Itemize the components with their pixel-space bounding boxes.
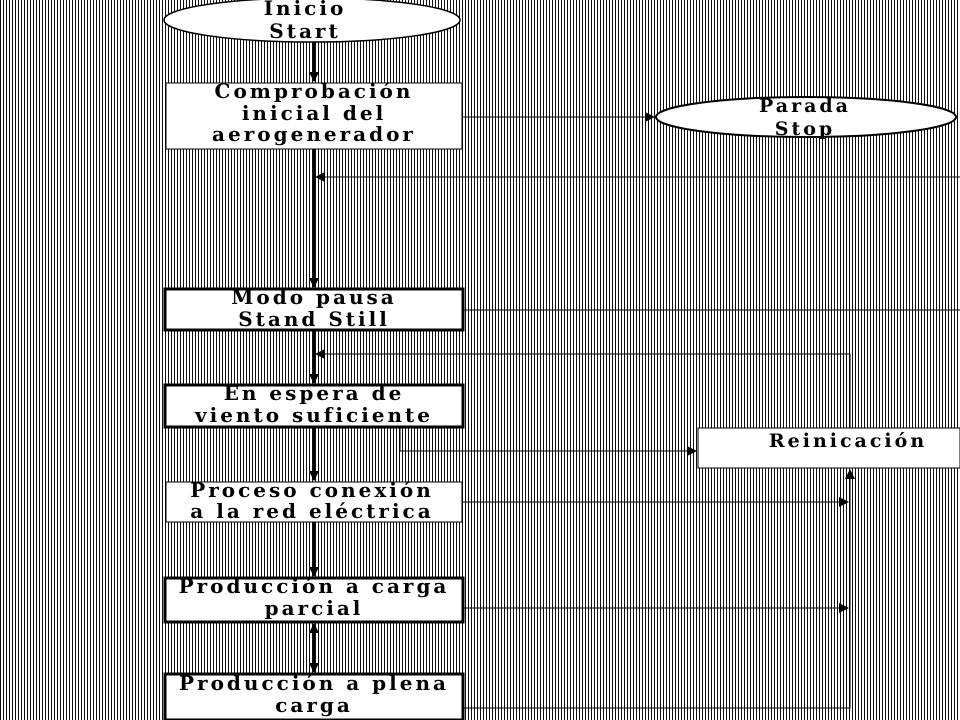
grid-connect-line2: a la red eléctrica xyxy=(190,499,433,523)
initial-check-line2: inicial del xyxy=(242,101,386,125)
start-node: Inicio Start xyxy=(163,0,461,43)
start-label-line2: Start xyxy=(269,19,340,43)
grid-connect-line1: Proceso conexión xyxy=(190,478,434,502)
grid-connect-node: Proceso conexión a la red eléctrica xyxy=(165,478,463,523)
full-load-node: Producción a plena carga xyxy=(163,671,465,720)
pause-line2: Stand Still xyxy=(238,307,390,331)
full-load-line1: Producción a plena xyxy=(179,671,449,695)
wait-wind-line1: En espera de xyxy=(224,381,405,405)
restart-label: Reinicación xyxy=(769,430,927,452)
arrow-wait-to-restart xyxy=(399,427,697,456)
stop-node: Parada Stop xyxy=(655,95,957,140)
stop-label-line2: Stop xyxy=(775,118,835,140)
partial-load-node: Producción a carga parcial xyxy=(163,574,465,624)
restart-node: Reinicación xyxy=(697,427,960,469)
restart-feedback-line xyxy=(463,469,855,709)
partial-load-line1: Producción a carga xyxy=(179,574,450,598)
wait-wind-line2: viento suficiente xyxy=(194,403,433,427)
stop-label-line1: Parada xyxy=(759,95,851,117)
wait-wind-node: En espera de viento suficiente xyxy=(163,381,465,429)
connectors xyxy=(309,42,960,709)
initial-check-node: Comprobación inicial del aerogenerador xyxy=(165,79,463,150)
pause-line1: Modo pausa xyxy=(231,285,396,309)
partial-load-line2: parcial xyxy=(265,596,364,620)
initial-check-line1: Comprobación xyxy=(215,79,414,103)
full-load-line2: carga xyxy=(275,693,353,717)
start-label-line1: Inicio xyxy=(264,0,347,20)
pause-node: Modo pausa Stand Still xyxy=(163,285,465,332)
arrow-restart-to-pause xyxy=(315,349,851,428)
initial-check-line3: aerogenerador xyxy=(212,122,416,146)
